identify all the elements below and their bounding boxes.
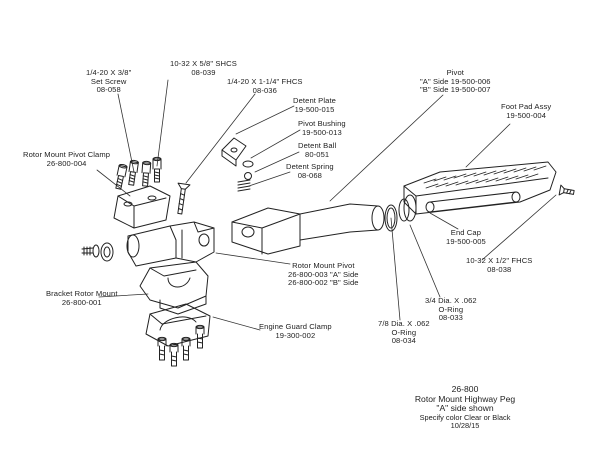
callout-pivot-clamp: Rotor Mount Pivot Clamp 26-800-004 [23, 150, 111, 168]
rotor-mount-pivot-part [126, 221, 215, 267]
leader-pivot [329, 94, 444, 202]
pivot-clamp-screws [115, 156, 162, 190]
engine-guard-clamp-part [145, 303, 211, 347]
callout-detent-plate: Detent Plate 19-500-015 [293, 96, 336, 114]
leader-detent-plate [235, 105, 295, 135]
callout-fhcs-long: 1/4-20 X 1-1/4" FHCS 08-036 [227, 77, 303, 95]
leader-guard-clamp [212, 316, 261, 331]
callout-bracket: Bracket Rotor Mount 26-800-001 [46, 289, 118, 307]
foot-pad-part [403, 161, 557, 222]
callout-guard-clamp: Engine Guard Clamp 19-300-002 [259, 322, 332, 340]
leader-bracket [98, 293, 149, 298]
leader-oring-large [390, 217, 401, 321]
side-screw-part [81, 242, 114, 262]
leader-lines [96, 79, 557, 331]
callout-oring-small: 3/4 Dia. X .062 O-Ring 08-033 [425, 296, 477, 323]
leader-fhcs-long [185, 93, 256, 184]
oring-small-part [398, 198, 410, 222]
callout-shcs: 10-32 X 5/8" SHCS 08-039 [170, 59, 237, 77]
callout-oring-large: 7/8 Dia. X .062 O-Ring 08-034 [378, 319, 430, 346]
pivot-clamp-part [113, 185, 171, 229]
title-name: Rotor Mount Highway Peg [414, 393, 516, 404]
callout-detent-spring: Detent Spring 08-068 [286, 162, 334, 180]
title-date: 10/28/15 [450, 421, 480, 431]
pivot-shaft-part [231, 203, 385, 255]
leader-detent-ball [254, 151, 300, 173]
callout-rotor-pivot: Rotor Mount Pivot 26-800-003 "A" Side 26… [288, 261, 359, 288]
leader-rotor-pivot [215, 252, 291, 265]
callout-pivot-bushing: Pivot Bushing 19-500-013 [298, 119, 346, 137]
bracket-rotor-mount-part [139, 261, 209, 315]
foot-pad-ribs [423, 165, 547, 189]
leader-pivot-bushing [250, 129, 301, 159]
leader-foot-pad [465, 123, 511, 168]
oring-large-part [384, 204, 398, 232]
leader-end-cap [429, 212, 459, 230]
callout-foot-pad: Foot Pad Assy 19-500-004 [501, 102, 552, 120]
leader-set-screw [117, 93, 135, 173]
leader-shcs [156, 79, 169, 167]
short-fhcs-part [558, 184, 575, 196]
title-color-note: Specify color Clear or Black [419, 412, 511, 422]
detent-parts [221, 137, 254, 192]
title-block: 26-800 Rotor Mount Highway Peg "A" side … [405, 384, 525, 431]
leader-oring-small [409, 224, 441, 298]
callout-fhcs-short: 10-32 X 1/2" FHCS 08-038 [466, 256, 533, 274]
callout-set-screw: 1/4-20 X 3/8" Set Screw 08-058 [86, 68, 132, 95]
callout-pivot: Pivot "A" Side 19-500-006 "B" Side 19-50… [420, 68, 491, 95]
title-part-number: 26-800 [451, 384, 479, 394]
leader-detent-spring [248, 171, 291, 187]
callout-end-cap: End Cap 19-500-005 [446, 228, 486, 246]
title-side: "A" side shown [436, 403, 494, 414]
callout-detent-ball: Detent Ball 80-051 [298, 141, 337, 159]
leader-pivot-clamp [96, 169, 131, 197]
guard-clamp-screws [157, 324, 205, 367]
long-fhcs-part [177, 182, 191, 215]
leader-fhcs-short [481, 194, 557, 261]
